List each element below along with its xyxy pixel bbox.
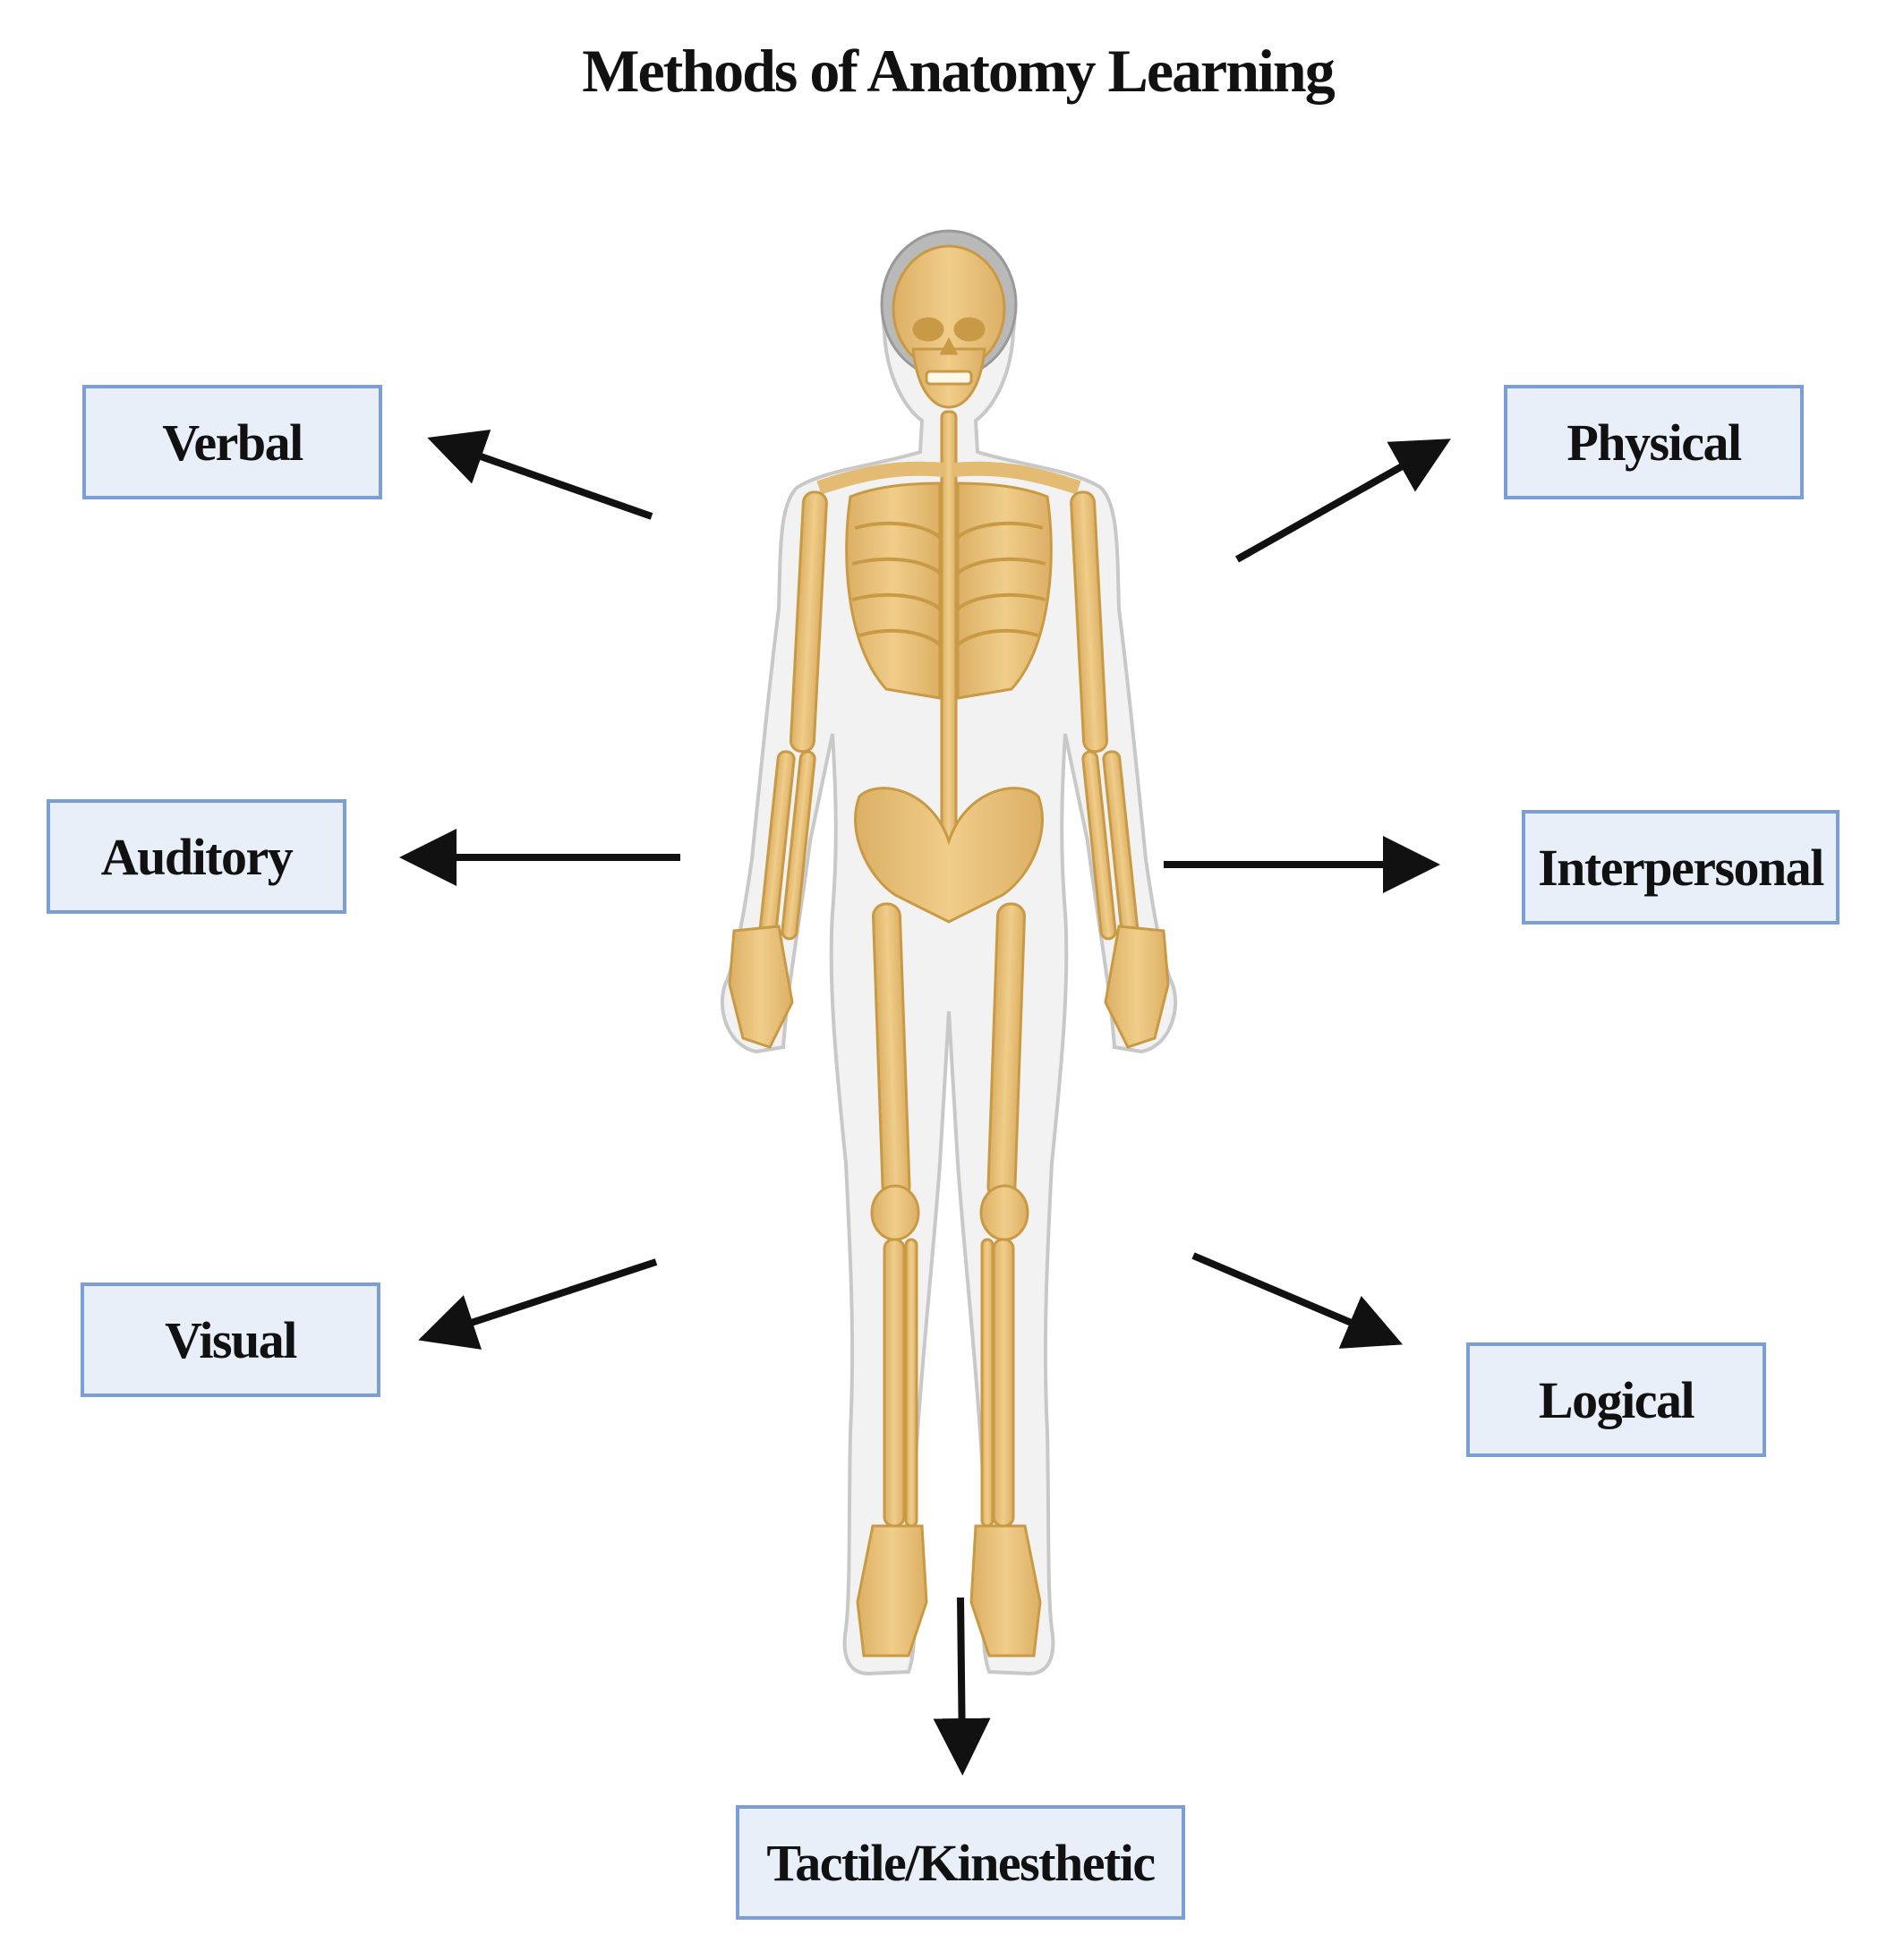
rib-lines bbox=[851, 521, 1046, 646]
skeleton-bones bbox=[728, 244, 1170, 1657]
arrow-to-physical bbox=[1235, 439, 1451, 563]
method-box-tactile: Tactile/Kinesthetic bbox=[736, 1805, 1185, 1920]
method-box-interpersonal: Interpersonal bbox=[1522, 810, 1840, 925]
arrow-to-visual bbox=[418, 1258, 658, 1350]
arrow-to-verbal bbox=[427, 430, 653, 520]
arrow-to-tactile bbox=[933, 1597, 991, 1776]
method-label-tactile: Tactile/Kinesthetic bbox=[766, 1833, 1156, 1892]
diagram-title: Methods of Anatomy Learning bbox=[582, 37, 1335, 105]
method-box-logical: Logical bbox=[1466, 1342, 1766, 1457]
method-box-visual: Visual bbox=[81, 1283, 380, 1397]
method-box-physical: Physical bbox=[1504, 385, 1804, 499]
method-box-verbal: Verbal bbox=[82, 385, 382, 499]
arrow-to-logical bbox=[1191, 1252, 1404, 1349]
method-label-auditory: Auditory bbox=[100, 827, 294, 886]
method-label-physical: Physical bbox=[1566, 413, 1742, 472]
method-label-visual: Visual bbox=[165, 1310, 297, 1369]
method-box-auditory: Auditory bbox=[47, 799, 346, 914]
method-label-verbal: Verbal bbox=[162, 413, 303, 472]
body-silhouette bbox=[720, 232, 1178, 1676]
method-label-logical: Logical bbox=[1538, 1370, 1695, 1429]
method-label-interpersonal: Interpersonal bbox=[1538, 838, 1824, 897]
